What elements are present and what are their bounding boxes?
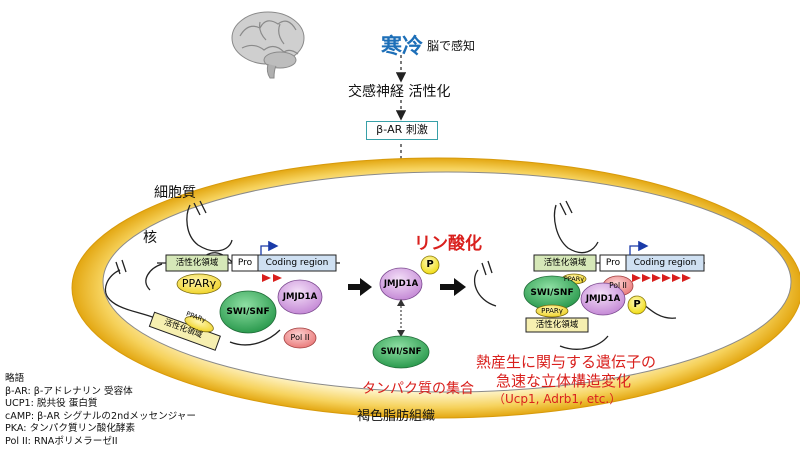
swisnf-label-right: SWI/SNF xyxy=(530,288,574,298)
right-active-region-label: 活性化領域 xyxy=(543,258,587,268)
beta-ar-box: β-AR 刺激 xyxy=(366,121,438,140)
right-red-arrowheads xyxy=(632,274,691,282)
left-coding-label: Coding region xyxy=(265,258,329,268)
left-active-region-label: 活性化領域 xyxy=(175,258,219,268)
jmjd1a-blob-left xyxy=(277,279,323,315)
right-coding-label: Coding region xyxy=(633,258,697,268)
right-transcription-arrow xyxy=(629,240,649,255)
ppar-small-label-right-top: PPARγ xyxy=(563,275,585,283)
left-transcription-arrow xyxy=(260,240,279,255)
cytoplasm-label: 細胞質 xyxy=(154,185,196,201)
phosphate-blob-center xyxy=(420,255,440,275)
cold-label: 寒冷 xyxy=(381,34,423,58)
legend-item: Pol II: RNAポリメラーゼII xyxy=(5,435,118,447)
left-dna-loop xyxy=(104,204,281,346)
result-line-3: （Ucp1, Adrb1, etc.） xyxy=(493,392,622,406)
legend-item: UCP1: 脱共役 蛋白質 xyxy=(5,398,98,410)
legend-item: PKA: タンパク質リン酸化酵素 xyxy=(5,423,136,435)
nucleus-label: 核 xyxy=(143,230,157,246)
phosphorylation-label: リン酸化 xyxy=(414,234,482,254)
sensed-label: 脳で感知 xyxy=(427,39,476,53)
jmjd1a-label-left: JMJD1A xyxy=(282,292,318,302)
jmjd1a-label-right: JMJD1A xyxy=(585,294,621,304)
ppar-small-label-right: PPARγ xyxy=(541,307,563,315)
jmjd1a-blob-right xyxy=(580,282,626,316)
assembly-label: タンパク質の集合 xyxy=(362,381,474,397)
phosphate-label-center: P xyxy=(426,259,434,270)
right-lower-active-label: 活性化領域 xyxy=(535,320,579,330)
jmjd1a-label-center: JMJD1A xyxy=(383,279,419,289)
swisnf-blob-center xyxy=(372,335,430,369)
brain-icon xyxy=(231,11,305,79)
left-red-arrowheads xyxy=(262,274,282,282)
pol2-blob-left xyxy=(283,327,317,349)
process-arrow-2 xyxy=(440,278,466,296)
right-active-region-box xyxy=(533,254,597,272)
legend-item: β-AR: β-アドレナリン 受容体 xyxy=(5,385,133,397)
phosphate-label-right: P xyxy=(633,299,641,310)
brown-adipose-label: 褐色脂肪組織 xyxy=(357,409,436,424)
legend-item: cAMP: β-AR シグナルの2ndメッセンジャー xyxy=(5,410,196,422)
result-line-1: 熱産生に関与する遺伝子の xyxy=(476,353,657,371)
legend-title: 略語 xyxy=(5,373,25,384)
ppar-blob xyxy=(176,273,222,295)
right-coding-box xyxy=(625,254,705,272)
right-pro-label: Pro xyxy=(605,258,621,268)
swisnf-label-center: SWI/SNF xyxy=(380,347,422,357)
ppar-label: PPARγ xyxy=(181,277,217,290)
pol2-label-left: Pol II xyxy=(290,333,310,342)
swisnf-blob-left xyxy=(219,290,277,334)
right-lower-active-box xyxy=(525,317,589,333)
left-coding-box xyxy=(257,254,337,272)
swisnf-label-left: SWI/SNF xyxy=(226,307,270,317)
sympathetic-label: 交感神経 活性化 xyxy=(348,84,451,100)
abbreviation-legend: 略語 β-AR: β-アドレナリン 受容体 UCP1: 脱共役 蛋白質 cAMP… xyxy=(5,373,196,449)
process-arrow-1 xyxy=(348,278,372,296)
nucleus-membrane xyxy=(102,171,792,393)
left-pro-label: Pro xyxy=(237,258,253,268)
phosphate-blob-right xyxy=(627,295,647,315)
result-line-2: 急速な立体構造変化 xyxy=(496,372,632,390)
pol2-label-right: Pol II xyxy=(609,281,627,290)
left-active-region-box xyxy=(165,254,229,272)
